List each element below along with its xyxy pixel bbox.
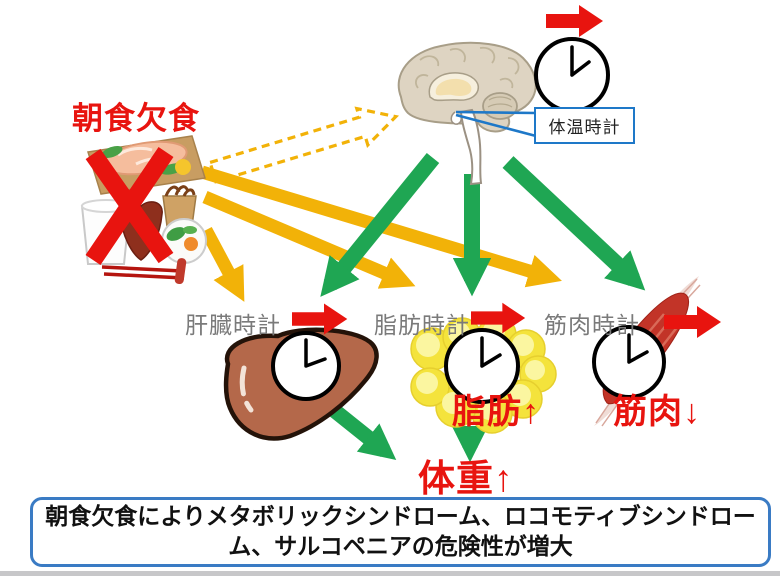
- yellow-arrow-food-to-liver-clock: [200, 226, 245, 302]
- cross-mark-icon: [85, 146, 174, 266]
- title-breakfast-skipping: 朝食欠食: [72, 101, 200, 136]
- dashed-arrow-food-to-brain-icon: [208, 106, 400, 184]
- green-arrow-brain-to-liver-clock: [320, 152, 440, 297]
- weight-increase-label: 体重↑: [418, 458, 514, 499]
- conclusion-box: 朝食欠食によりメタボリックシンドローム、ロコモティブシンドローム、サルコペニアの…: [30, 497, 771, 567]
- red-shift-arrow-temp-icon: [546, 5, 603, 37]
- fat-clock-icon: [444, 328, 520, 404]
- liver-clock-icon: [271, 331, 341, 401]
- brain-illustration: [397, 41, 537, 186]
- callout-label-text: 体温時計: [548, 118, 621, 137]
- muscle-clock-label: 筋肉時計: [544, 312, 640, 338]
- muscle-clock-icon: [592, 325, 666, 399]
- fat-clock-label: 脂肪時計: [374, 312, 470, 338]
- callout-pointer-lines: [455, 110, 537, 138]
- liver-clock-label: 肝臓時計: [185, 312, 281, 338]
- green-arrow-brain-to-muscle-clock: [502, 156, 646, 291]
- conclusion-text: 朝食欠食によりメタボリックシンドローム、ロコモティブシンドローム、サルコペニアの…: [45, 503, 756, 559]
- fat-increase-label: 脂肪↑: [452, 393, 540, 431]
- bottom-edge-strip: [0, 571, 780, 576]
- body-temperature-clock-label: 体温時計: [534, 107, 635, 144]
- green-arrow-liver-to-weight: [325, 401, 397, 460]
- muscle-decrease-label: 筋肉↓: [613, 393, 701, 431]
- yellow-arrow-food-to-fat-clock: [202, 191, 416, 289]
- body-temperature-clock-icon: [534, 37, 610, 113]
